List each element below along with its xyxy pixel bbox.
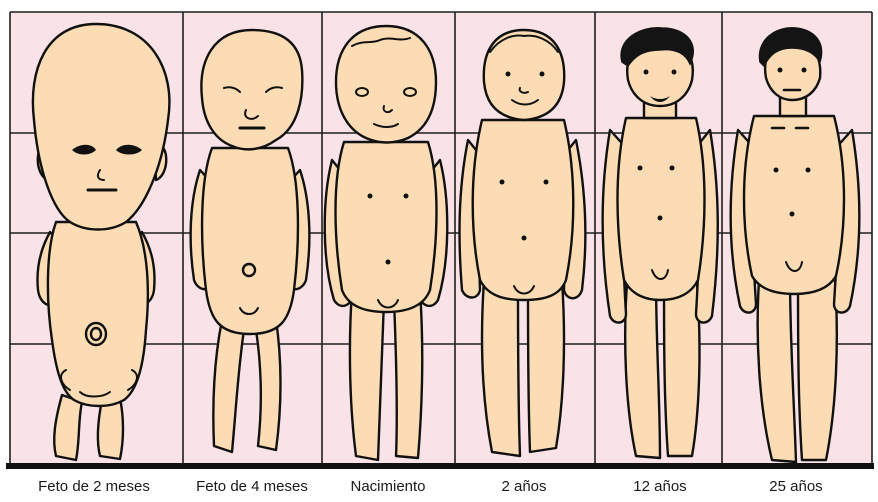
ground-line: [6, 463, 874, 469]
caption-25-anos: 25 años: [769, 478, 822, 495]
caption-feto-4-meses: Feto de 4 meses: [196, 478, 308, 495]
stage-captions: Feto de 2 meses Feto de 4 meses Nacimien…: [0, 478, 878, 502]
caption-feto-2-meses: Feto de 2 meses: [38, 478, 150, 495]
caption-12-anos: 12 años: [633, 478, 686, 495]
caption-nacimiento: Nacimiento: [350, 478, 425, 495]
caption-2-anos: 2 años: [501, 478, 546, 495]
